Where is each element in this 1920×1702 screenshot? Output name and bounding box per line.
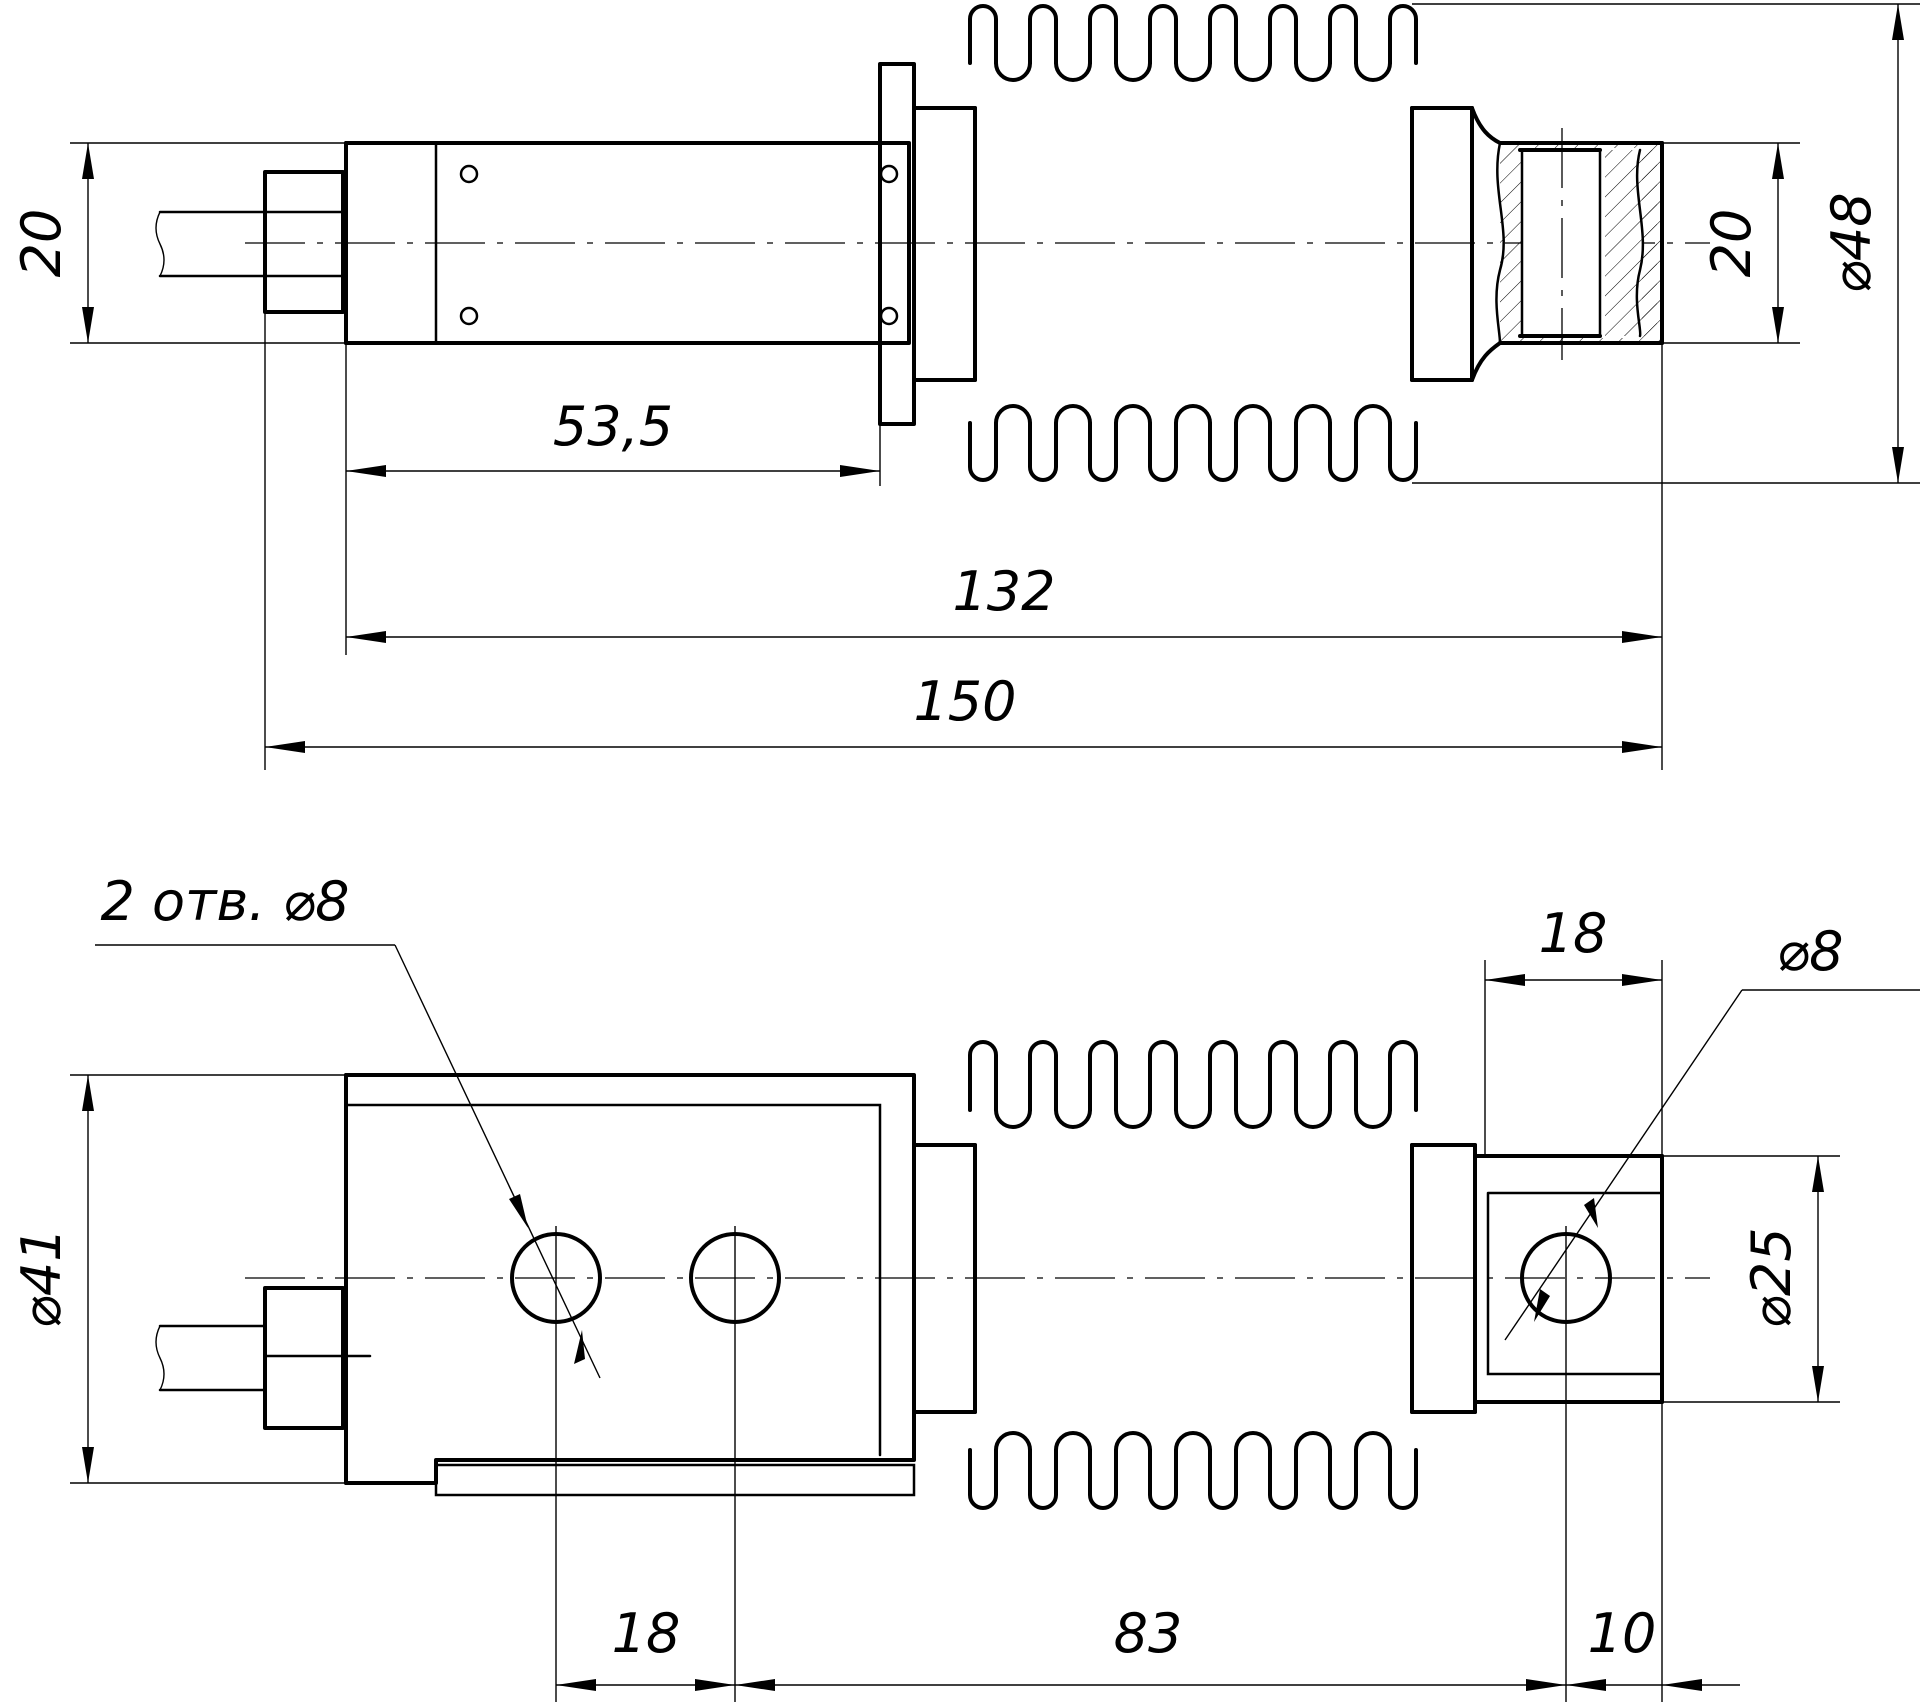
bottom-fin-core bbox=[973, 1143, 1414, 1414]
dim-body-length: 132 bbox=[345, 343, 1663, 770]
top-neck bbox=[912, 106, 977, 382]
fin-gap bbox=[1114, 61, 1152, 425]
dim-load-block-diameter-label: ⌀25 bbox=[1740, 1227, 1803, 1328]
screw-hole bbox=[459, 164, 479, 184]
heat-sink-fin bbox=[1088, 4, 1118, 482]
fin-gap bbox=[1234, 1108, 1272, 1452]
screw-hole bbox=[879, 306, 899, 326]
leader-load-hole: ⌀8 bbox=[1504, 920, 1920, 1341]
dim-length-to-flange: 53,5 bbox=[345, 343, 881, 486]
heat-sink-fin bbox=[1148, 4, 1178, 482]
dim-right-height-label: 20 bbox=[1700, 209, 1763, 278]
dim-overall-length-label: 150 bbox=[913, 670, 1016, 733]
screw-hole bbox=[459, 306, 479, 326]
bottom-body bbox=[344, 1073, 916, 1497]
dim-load-block-length-label: 18 bbox=[1539, 902, 1608, 965]
dim-body-length-label: 132 bbox=[952, 560, 1055, 623]
heat-sink-fin bbox=[1208, 4, 1238, 482]
dim-overall-length: 150 bbox=[264, 312, 1662, 770]
bottom-heat-sink-fins bbox=[968, 1040, 1418, 1510]
heat-sink-fin bbox=[1028, 1040, 1058, 1510]
heat-sink-fin bbox=[968, 1040, 998, 1510]
top-cable-gland bbox=[263, 170, 345, 314]
dim-body-diameter-label: ⌀41 bbox=[10, 1227, 73, 1328]
heat-sink-fin bbox=[1388, 1040, 1418, 1510]
heat-sink-fin bbox=[1028, 4, 1058, 482]
dim-fin-diameter-label: ⌀48 bbox=[1820, 192, 1883, 293]
heat-sink-fin bbox=[1328, 1040, 1358, 1510]
top-fin-core bbox=[973, 106, 1414, 382]
mounting-holes bbox=[510, 1226, 781, 1702]
heat-sink-fin bbox=[968, 4, 998, 482]
heat-sink-fin bbox=[1268, 4, 1298, 482]
top-cable bbox=[155, 210, 267, 278]
heat-sink-fin bbox=[1148, 1040, 1178, 1510]
fin-gap bbox=[1174, 1108, 1212, 1452]
fin-gap bbox=[1354, 1108, 1392, 1452]
leader-mounting-holes: 2 отв. ⌀8 bbox=[95, 870, 601, 1379]
dim-load-hole-offset-label: 10 bbox=[1588, 1602, 1657, 1665]
heat-sink-fin bbox=[1088, 1040, 1118, 1510]
fin-gap bbox=[1054, 61, 1092, 425]
top-load-pin bbox=[1495, 128, 1664, 360]
fin-gap bbox=[1114, 1108, 1152, 1452]
fin-gap bbox=[1294, 61, 1332, 425]
heat-sink-fin bbox=[1328, 4, 1358, 482]
dim-load-hole-diameter-label: ⌀8 bbox=[1777, 920, 1844, 983]
top-view: 20 20 ⌀48 53,5 bbox=[10, 3, 1920, 770]
heat-sink-fin bbox=[1388, 4, 1418, 482]
top-heat-sink-fins bbox=[968, 4, 1418, 482]
screw-hole bbox=[879, 164, 899, 184]
dim-left-height: 20 bbox=[10, 142, 346, 344]
heat-sink-fin bbox=[1208, 1040, 1238, 1510]
top-collar bbox=[1410, 106, 1502, 382]
bottom-load-block bbox=[1473, 1154, 1664, 1702]
dim-length-to-flange-label: 53,5 bbox=[553, 395, 673, 458]
bottom-neck bbox=[912, 1143, 977, 1414]
fin-gap bbox=[1174, 61, 1212, 425]
fin-gap bbox=[1234, 61, 1272, 425]
top-body bbox=[344, 141, 911, 345]
dim-right-height: 20 bbox=[1662, 142, 1800, 344]
dim-body-diameter: ⌀41 bbox=[10, 1074, 346, 1484]
fin-gap bbox=[994, 1108, 1032, 1452]
fin-gap bbox=[1294, 1108, 1332, 1452]
dim-load-block-diameter: ⌀25 bbox=[1662, 1155, 1840, 1403]
dim-load-block-length: 18 bbox=[1484, 902, 1663, 1156]
dim-fin-diameter: ⌀48 bbox=[1412, 3, 1920, 484]
fin-gap bbox=[1354, 61, 1392, 425]
dim-bottom-chain: 18 83 10 bbox=[556, 1402, 1740, 1702]
bottom-cable bbox=[155, 1324, 267, 1392]
dim-hole-spacing-label: 18 bbox=[612, 1602, 681, 1665]
dim-left-height-label: 20 bbox=[10, 209, 73, 278]
top-flange bbox=[878, 62, 916, 426]
fin-gap bbox=[994, 61, 1032, 425]
hole-callout-label: 2 отв. ⌀8 bbox=[100, 870, 349, 933]
bottom-view: ⌀41 ⌀25 18 ⌀8 bbox=[10, 870, 1920, 1702]
bottom-cable-gland bbox=[263, 1286, 372, 1430]
dim-mount-to-load-label: 83 bbox=[1114, 1602, 1183, 1665]
heat-sink-fin bbox=[1268, 1040, 1298, 1510]
fin-gap bbox=[1054, 1108, 1092, 1452]
